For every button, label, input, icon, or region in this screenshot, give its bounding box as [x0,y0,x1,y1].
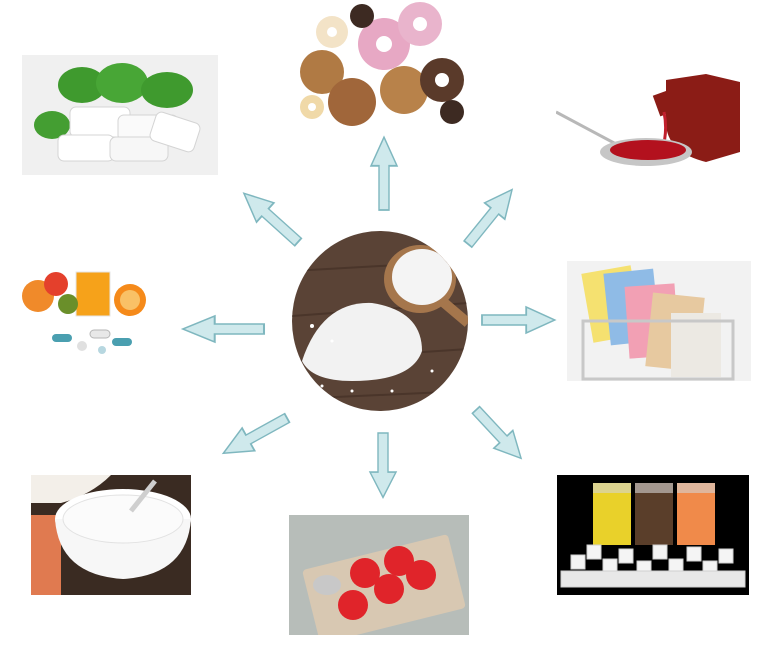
juice-and-vitamins-image [12,266,156,356]
sweetener-packets-image [567,261,751,381]
arrow-down [369,432,397,499]
donuts-and-muffins-icon [292,2,470,126]
yogurt-bowl-icon [31,475,191,595]
baked-goods-image [292,2,470,126]
arrow-up [370,136,398,211]
arrow-up-left [234,182,308,253]
cough-syrup-spoon-icon [556,72,742,194]
lozenges-image [289,515,469,635]
arrow-left [181,314,266,344]
center-sugar-image [292,231,468,411]
syrup-medicine-image [556,72,742,194]
arrow-down-left [216,405,295,466]
yogurt-image [31,475,191,595]
arrow-down-right [465,400,532,468]
arrow-right [481,306,556,334]
arrow-up-right [457,180,523,253]
chewing-gum-image [22,55,218,175]
soft-drinks-with-sugar-cubes-icon [557,475,749,595]
sweetener-sachets-icon [567,261,751,381]
red-lozenges-blister-icon [289,515,469,635]
fruit-juice-and-pills-icon [12,266,156,356]
soft-drinks-image [557,475,749,595]
chewing-gum-with-mint-leaves-icon [22,55,218,175]
sugar-granules-in-wooden-scoop-icon [292,231,468,411]
